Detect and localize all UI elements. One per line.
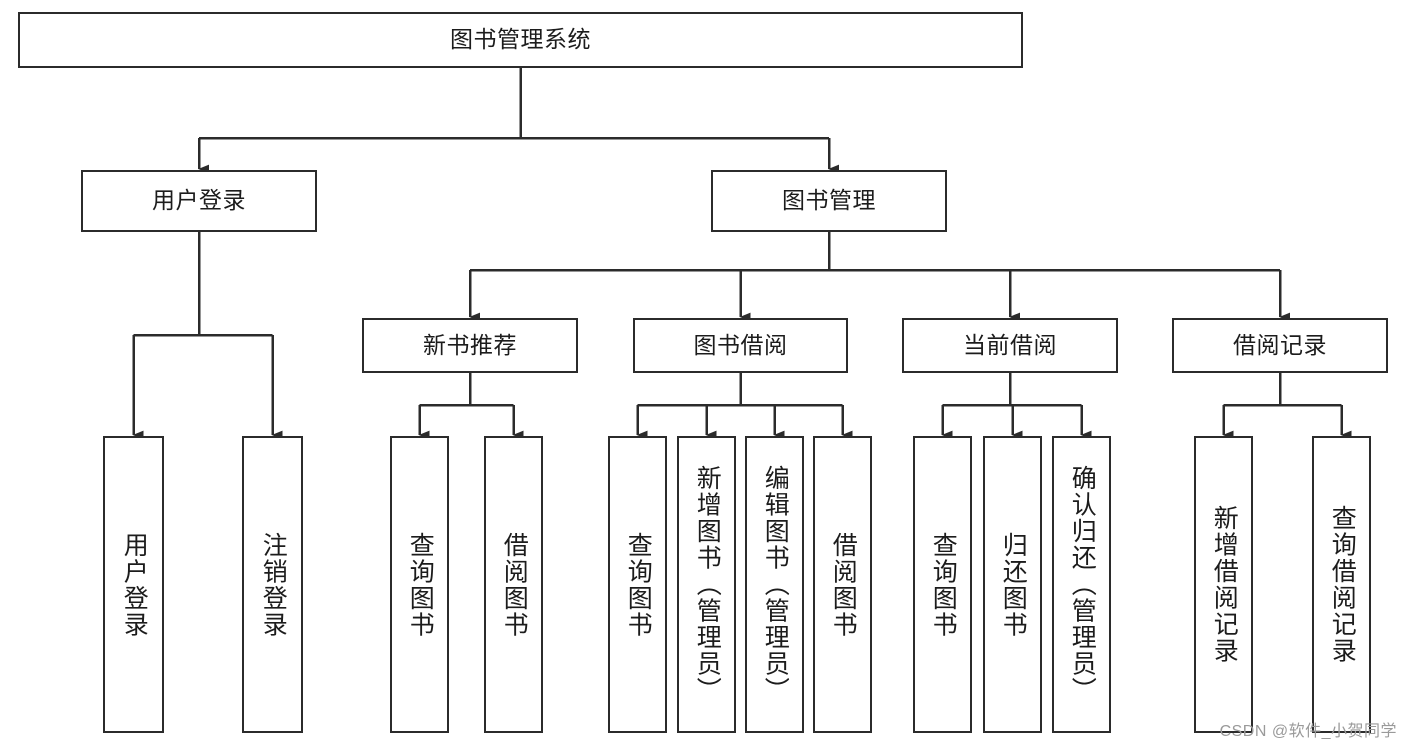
node-label: 当前借阅 (963, 331, 1057, 358)
node-label: 归还图书 (999, 531, 1028, 638)
node-lf-bor-4[interactable]: 借阅图书 (813, 436, 872, 733)
node-label: 用户登录 (120, 531, 149, 638)
node-lf-login-1[interactable]: 用户登录 (103, 436, 164, 733)
node-lf-new-2[interactable]: 借阅图书 (484, 436, 543, 733)
node-l2-manage[interactable]: 图书管理 (711, 170, 947, 232)
node-label: 新增图书（管理员） (693, 465, 722, 704)
node-lf-bor-3[interactable]: 编辑图书（管理员） (745, 436, 804, 733)
node-label: 确认归还（管理员） (1068, 465, 1097, 704)
node-label: 用户登录 (152, 187, 246, 214)
node-root[interactable]: 图书管理系统 (18, 12, 1023, 68)
node-lf-rec-1[interactable]: 新增借阅记录 (1194, 436, 1253, 733)
node-l3-new[interactable]: 新书推荐 (362, 318, 578, 373)
node-lf-rec-2[interactable]: 查询借阅记录 (1312, 436, 1371, 733)
node-label: 图书借阅 (693, 331, 788, 358)
node-lf-cur-1[interactable]: 查询图书 (913, 436, 972, 733)
node-label: 借阅图书 (829, 531, 858, 638)
node-label: 查询图书 (406, 531, 435, 638)
node-lf-bor-1[interactable]: 查询图书 (608, 436, 667, 733)
node-l3-record[interactable]: 借阅记录 (1172, 318, 1388, 373)
node-label: 新书推荐 (423, 331, 517, 358)
edge-paths (132, 68, 1352, 440)
node-label: 查询图书 (624, 531, 653, 638)
node-l3-borrow[interactable]: 图书借阅 (633, 318, 848, 373)
node-label: 编辑图书（管理员） (761, 465, 790, 704)
node-lf-login-2[interactable]: 注销登录 (242, 436, 303, 733)
node-lf-cur-3[interactable]: 确认归还（管理员） (1052, 436, 1111, 733)
node-lf-bor-2[interactable]: 新增图书（管理员） (677, 436, 736, 733)
node-l3-current[interactable]: 当前借阅 (902, 318, 1118, 373)
node-l2-login[interactable]: 用户登录 (81, 170, 317, 232)
node-lf-new-1[interactable]: 查询图书 (390, 436, 449, 733)
node-label: 借阅记录 (1233, 331, 1327, 358)
node-label: 查询借阅记录 (1328, 505, 1357, 664)
node-label: 新增借阅记录 (1210, 505, 1239, 664)
node-label: 图书管理 (782, 187, 876, 214)
node-label: 注销登录 (259, 531, 288, 638)
node-lf-cur-2[interactable]: 归还图书 (983, 436, 1042, 733)
node-label: 查询图书 (929, 531, 958, 638)
node-label: 图书管理系统 (450, 26, 591, 53)
node-label: 借阅图书 (500, 531, 529, 638)
